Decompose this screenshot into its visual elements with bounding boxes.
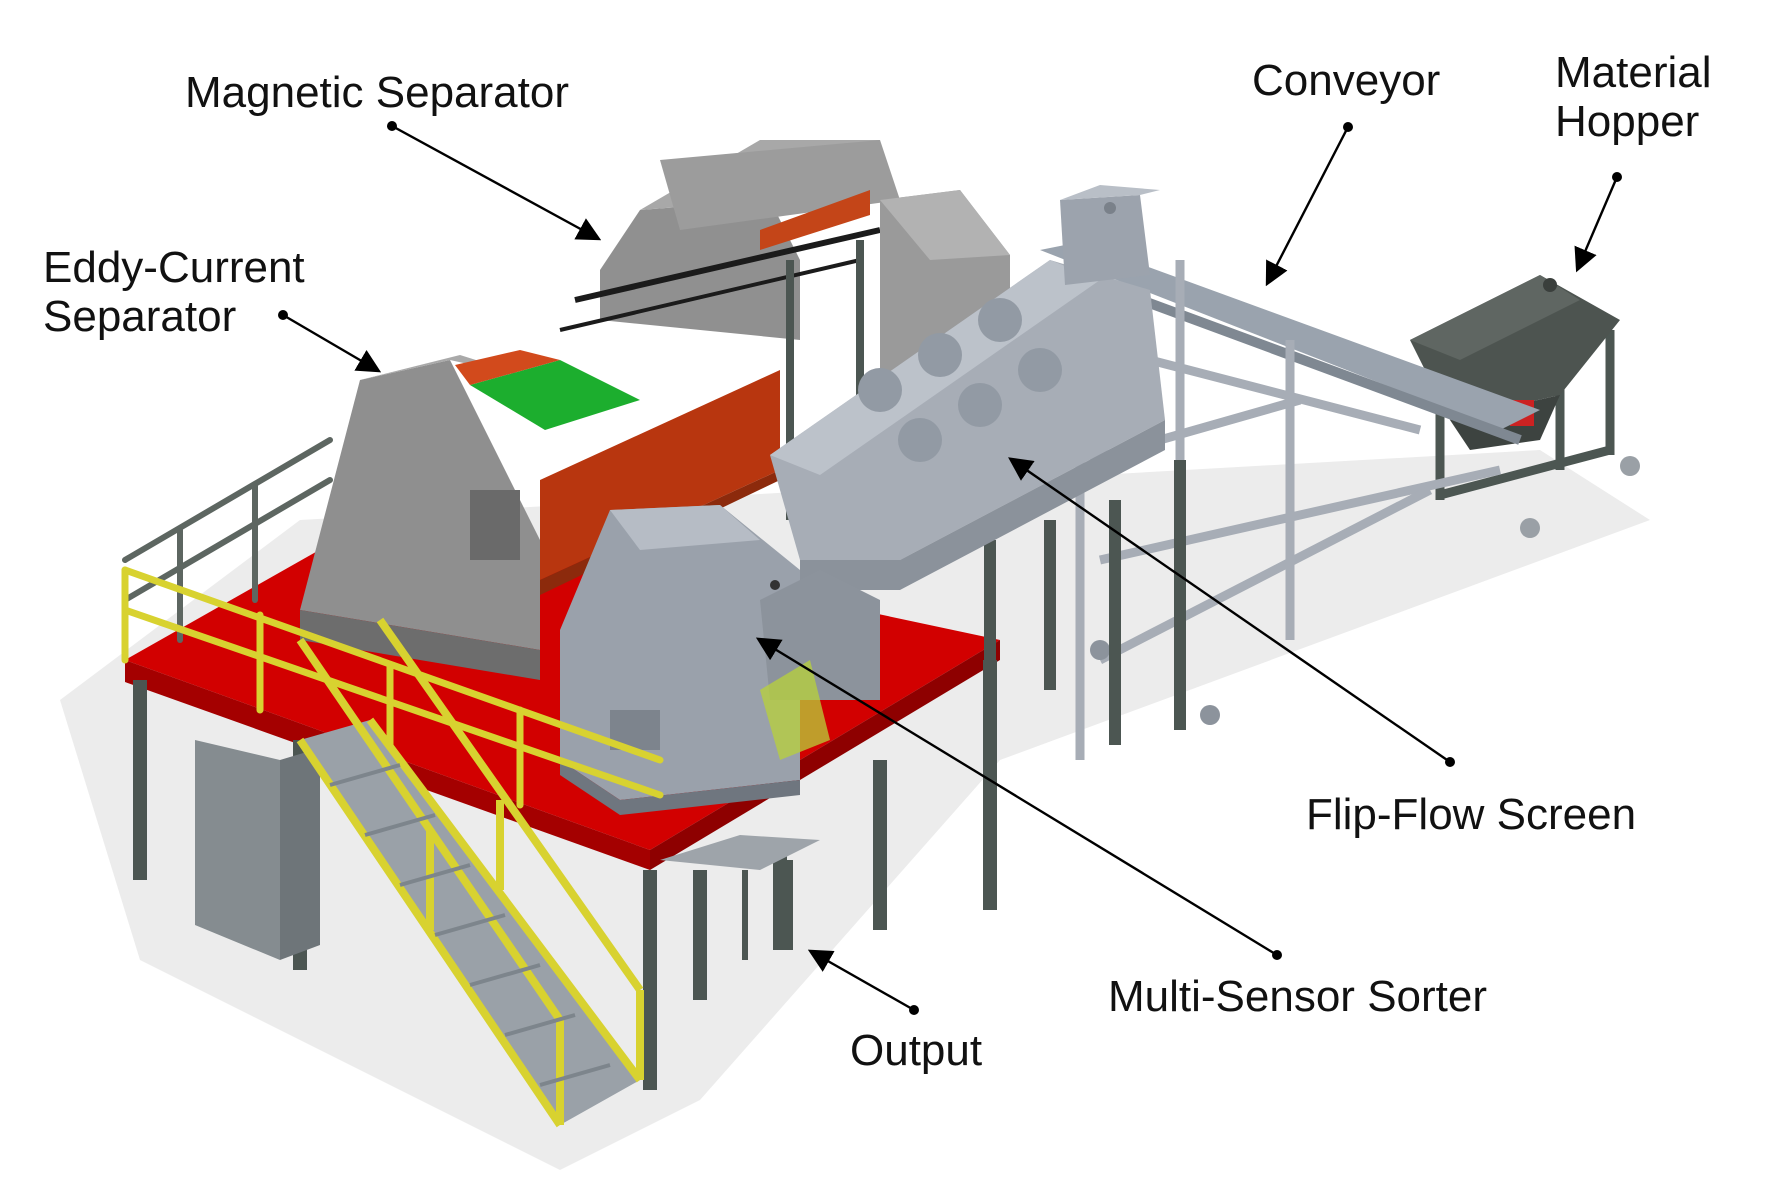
leader-eddy-current-separator [282, 313, 382, 373]
leader-material-hopper [1574, 176, 1619, 273]
sorter-green-decal [760, 660, 830, 760]
label-material-hopper-line2: Hopper [1555, 97, 1700, 147]
label-flip-flow-screen: Flip-Flow Screen [1306, 790, 1636, 839]
label-conveyor: Conveyor [1252, 56, 1440, 105]
label-magnetic-separator: Magnetic Separator [185, 68, 569, 117]
leader-lines [282, 124, 1619, 1012]
label-magnetic-separator-text: Magnetic Separator [185, 68, 569, 117]
output-chutes [660, 835, 820, 990]
label-eddy-current-line2: Separator [43, 292, 237, 342]
label-eddy-current-separator: Eddy-Current Separator [43, 243, 305, 342]
stairs [296, 617, 644, 1128]
leader-output [807, 949, 915, 1012]
leader-multi-sensor-sorter [755, 637, 1278, 957]
label-flip-flow-screen-text: Flip-Flow Screen [1306, 790, 1637, 839]
leader-flip-flow-screen [1008, 457, 1451, 763]
multi-sensor-sorter [560, 505, 880, 815]
label-output-text: Output [850, 1026, 983, 1075]
magnet-red-bar [760, 190, 870, 250]
label-multi-sensor-sorter-text: Multi-Sensor Sorter [1108, 972, 1488, 1021]
flip-flow-screen [770, 185, 1186, 745]
label-eddy-current-line1: Eddy-Current [43, 243, 305, 292]
label-multi-sensor-sorter: Multi-Sensor Sorter [1108, 972, 1487, 1021]
leader-magnetic-separator [391, 124, 602, 241]
eddy-current-separator [300, 350, 780, 680]
leader-conveyor [1265, 126, 1350, 287]
label-conveyor-text: Conveyor [1252, 56, 1441, 105]
leader-dots [278, 121, 1622, 1015]
label-material-hopper-line1: Material [1555, 48, 1712, 97]
label-output: Output [850, 1026, 982, 1075]
handrails [121, 437, 664, 809]
label-material-hopper: Material Hopper [1555, 48, 1712, 147]
